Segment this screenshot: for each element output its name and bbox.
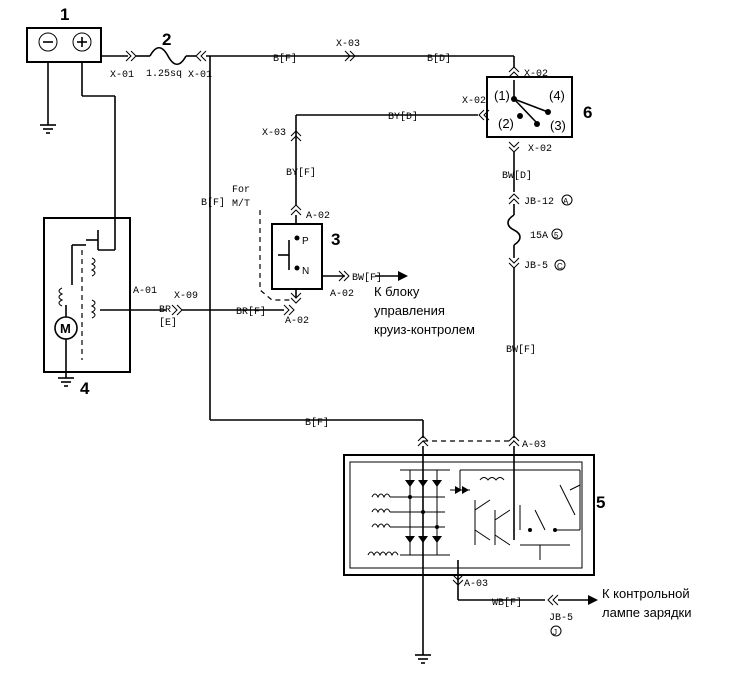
a03-bottom-label: A-03 <box>464 579 488 590</box>
wire-bf-top-label: B[F] <box>273 53 297 65</box>
lamp-caption-line2: лампе зарядки <box>602 605 691 620</box>
ignition-switch-number: 6 <box>583 103 592 122</box>
starter: M <box>43 217 295 387</box>
fuse15-label: 15A <box>530 231 548 242</box>
x03-left-label: X-03 <box>262 128 286 139</box>
cruise-caption-line3: круиз-контролем <box>374 322 475 337</box>
a02-top-label: A-02 <box>306 211 330 222</box>
a01-label: A-01 <box>133 286 157 297</box>
battery-number: 1 <box>60 5 69 24</box>
clutch-terminal-p: P <box>302 236 309 247</box>
clutch-switch: P N <box>259 204 408 304</box>
cruise-caption-line2: управления <box>374 303 445 318</box>
wire-bw-f-clutch-label: BW[F] <box>352 272 382 284</box>
connector-x02-sw-left <box>478 109 490 121</box>
ignition-switch: (1) (4) (2) (3) <box>486 56 573 138</box>
x02-sw-top-label: X-02 <box>524 69 548 80</box>
wire-by-f-label: BY[F] <box>286 167 316 179</box>
wire-wb-f-label: WB[F] <box>492 597 522 609</box>
switch-terminal-3: (3) <box>550 118 566 133</box>
a03-top-label: A-03 <box>522 440 546 451</box>
x01-left-label: X-01 <box>110 70 134 81</box>
clutch-note-line1: For <box>232 185 250 196</box>
switch-terminal-2: (2) <box>498 116 514 131</box>
clutch-terminal-n: N <box>302 266 309 277</box>
wire-bf-vertical-label: B[F] <box>201 197 225 209</box>
clutch-switch-number: 3 <box>331 230 340 249</box>
x01-right-label: X-01 <box>188 70 212 81</box>
wire-br-e-label: [E] <box>159 317 177 329</box>
wire-br-f-label: BR[F] <box>236 306 266 318</box>
starter-number: 4 <box>80 379 90 398</box>
cruise-caption-line1: К блоку <box>374 284 420 299</box>
fuse-link-rating: 1.25sq <box>146 69 182 80</box>
wire-bf-bottom-label: B[F] <box>305 417 329 429</box>
connector-x03-left <box>290 130 302 142</box>
fuse-link-number: 2 <box>162 30 171 49</box>
jb5-bottom-mark: J <box>553 628 557 637</box>
right-feed <box>507 141 521 438</box>
wire-by-d-label: BY[D] <box>388 111 418 123</box>
wire-bd-top-label: B[D] <box>427 53 451 65</box>
connector-x03-top <box>344 50 356 62</box>
connector-x01-right <box>195 50 207 62</box>
motor-symbol: M <box>60 321 71 336</box>
x02-sw-bottom-label: X-02 <box>528 144 552 155</box>
wire-bw-f-right-label: BW[F] <box>506 344 536 356</box>
x02-sw-left-label: X-02 <box>462 96 486 107</box>
jb5-top-mark: C <box>557 262 563 271</box>
x03-top-label: X-03 <box>336 39 360 50</box>
fuse-link <box>136 46 196 66</box>
battery <box>26 27 128 250</box>
wire-bw-d-label: BW[D] <box>502 170 532 182</box>
fuse15-mark: 5 <box>554 231 559 240</box>
switch-terminal-4: (4) <box>549 88 565 103</box>
jb12-label: JB-12 <box>524 197 554 208</box>
a02-bottom-label: A-02 <box>285 316 309 327</box>
alternator-number: 5 <box>596 493 605 512</box>
wire-br-label: BR <box>159 305 171 316</box>
x09-label: X-09 <box>174 291 198 302</box>
jb5-top-label: JB-5 <box>524 261 548 272</box>
jb5-bottom-label: JB-5 <box>549 613 573 624</box>
clutch-note-line2: M/T <box>232 198 250 210</box>
a02-right-label: A-02 <box>330 289 354 300</box>
switch-terminal-1: (1) <box>494 88 510 103</box>
jb12-mark: A <box>563 197 569 206</box>
lamp-caption-line1: К контрольной <box>602 586 690 601</box>
alternator <box>343 420 598 664</box>
